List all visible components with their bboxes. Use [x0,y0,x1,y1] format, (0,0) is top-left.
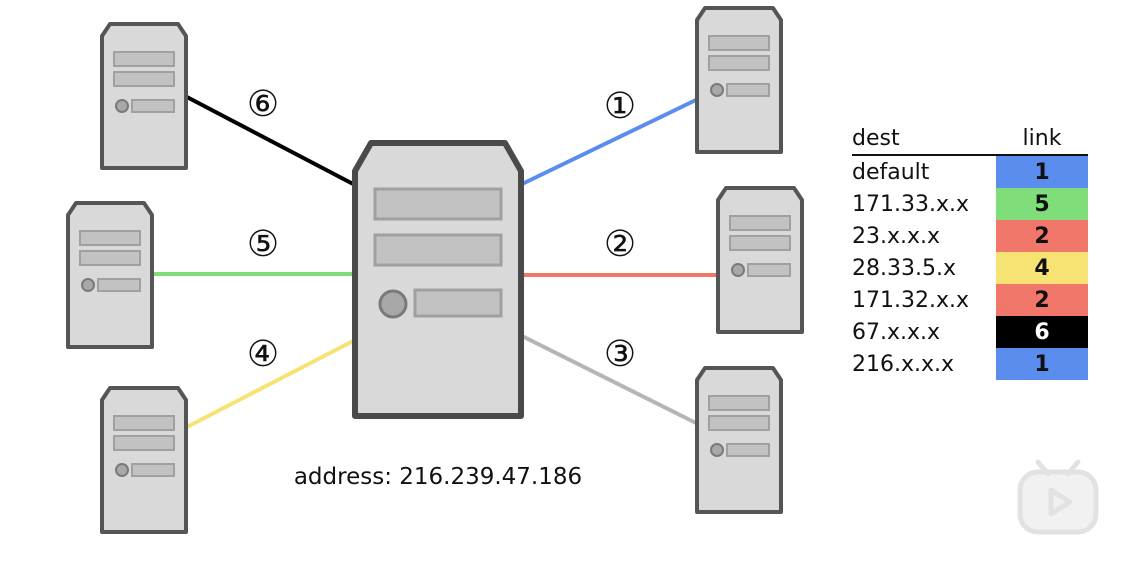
table-row: 67.x.x.x 6 [852,316,1088,348]
link-line-6 [184,94,356,187]
row-link: 4 [996,252,1088,284]
row-link: 1 [996,348,1088,380]
link-label-4: ④ [247,334,279,375]
link-label-2: ② [604,224,636,265]
row-dest: 23.x.x.x [852,223,941,249]
link-label-1: ① [604,86,636,127]
header-dest: dest [852,126,900,151]
link-label-3: ③ [604,334,636,375]
server-4 [100,386,188,534]
link-label-5: ⑤ [247,224,279,265]
server-6 [100,22,188,170]
row-dest: 67.x.x.x [852,319,941,345]
router-address: address: 216.239.47.186 [294,464,582,490]
play-button[interactable] [1016,458,1100,536]
server-3 [695,366,783,514]
server-1 [695,6,783,154]
row-link: 2 [996,284,1088,316]
link-line-3 [519,333,701,427]
row-dest: 216.x.x.x [852,351,955,377]
table-row: 216.x.x.x 1 [852,348,1088,380]
routing-table-header: dest link [852,126,1088,156]
header-link: link [1022,126,1062,151]
table-row: 23.x.x.x 2 [852,220,1088,252]
table-row: 171.32.x.x 2 [852,284,1088,316]
link-label-6: ⑥ [247,84,279,125]
row-link: 5 [996,188,1088,220]
row-link: 6 [996,316,1088,348]
server-2 [716,186,804,334]
link-line-4 [184,338,356,430]
routing-table: dest link default 1 171.33.x.x 5 23.x.x.… [852,126,1088,380]
row-link: 2 [996,220,1088,252]
row-dest: 171.32.x.x [852,287,970,313]
table-row: 28.33.5.x 4 [852,252,1088,284]
row-dest: 28.33.5.x [852,255,956,281]
table-row: 171.33.x.x 5 [852,188,1088,220]
server-5 [66,201,154,349]
central-router [352,140,524,419]
row-dest: default [852,159,930,185]
table-row: default 1 [852,156,1088,188]
row-link: 1 [996,156,1088,188]
row-dest: 171.33.x.x [852,191,970,217]
play-icon [1017,459,1099,535]
link-line-1 [519,96,701,187]
